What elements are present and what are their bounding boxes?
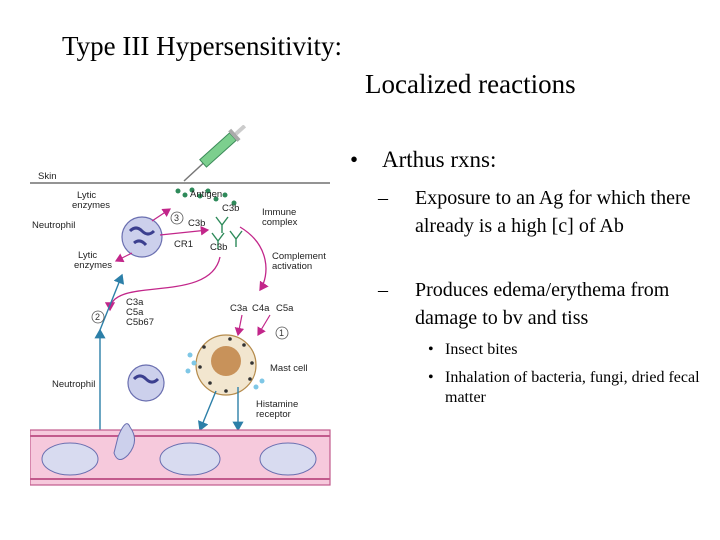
lytic-enzymes2-label-b: enzymes xyxy=(74,260,112,271)
arrow xyxy=(104,256,221,312)
antigen-label: Antigen xyxy=(190,189,222,200)
step-1-label: 1 xyxy=(279,328,284,338)
mast-cell-label: Mast cell xyxy=(270,363,307,374)
immune-complex-label-b: complex xyxy=(262,217,298,228)
step-2-label: 2 xyxy=(95,312,100,322)
c3b-left-label: C3b xyxy=(188,218,205,229)
neutrophil-bottom-icon xyxy=(127,364,165,402)
complement-activation-label-b: activation xyxy=(272,261,312,272)
syringe-icon xyxy=(183,125,247,182)
sub-bullet-text: Produces edema/erythema from damage to b… xyxy=(415,279,670,329)
arrow xyxy=(159,225,210,236)
arrow xyxy=(151,208,171,222)
neutrophil-cell-icon xyxy=(121,216,163,258)
neutrophil-label-bottom: Neutrophil xyxy=(52,379,95,390)
sub-bullet-marker: – xyxy=(378,187,388,209)
bullet-text: Arthus rxns: xyxy=(382,147,497,172)
c3b-label: C3b xyxy=(222,203,239,214)
lytic-enzymes2-label-a: Lytic xyxy=(78,250,97,261)
c4a-right-label: C4a xyxy=(252,303,270,314)
antigen-dots xyxy=(175,187,237,206)
cr1-label: CR1 xyxy=(174,239,193,250)
complement-activation-label-a: Complement xyxy=(272,251,326,262)
c3a-right-label: C3a xyxy=(230,303,248,314)
c3a-left-label: C3a xyxy=(126,297,144,308)
sub-sub-bullet-marker: • xyxy=(428,369,434,386)
slide-title-line-2: Localized reactions xyxy=(365,69,576,99)
step-1-marker xyxy=(275,326,289,340)
mast-cell-icon xyxy=(185,334,265,396)
arrow xyxy=(257,314,271,337)
c5b67-label: C5b67 xyxy=(126,317,154,328)
step-2-marker xyxy=(91,310,105,324)
histamine-receptor-label-a: Histamine xyxy=(256,399,298,410)
arrow xyxy=(114,252,133,263)
histamine-receptor-label-b: receptor xyxy=(256,409,291,420)
step-3-marker xyxy=(170,211,184,225)
neutrophil-label-top: Neutrophil xyxy=(32,220,75,231)
c5a-right-label: C5a xyxy=(276,303,294,314)
immune-complex-label-a: Immune xyxy=(262,207,296,218)
lytic-enzymes-label-b: enzymes xyxy=(72,200,110,211)
step-3-label: 3 xyxy=(174,213,179,223)
c3b-bottom-label: C3b xyxy=(210,242,227,253)
sub-sub-bullet-marker: • xyxy=(428,341,434,358)
sub-sub-bullet-text: Insect bites xyxy=(445,341,518,358)
sub-sub-bullet-text: Inhalation of bacteria, fungi, dried fec… xyxy=(445,369,700,406)
skin-label: Skin xyxy=(38,171,56,182)
arrow xyxy=(198,390,217,432)
bullet-marker: • xyxy=(350,147,359,172)
sub-bullet-text: Exposure to an Ag for which there alread… xyxy=(415,187,691,237)
c5a-left-label: C5a xyxy=(126,307,144,318)
sub-bullet-marker: – xyxy=(378,279,388,301)
arrow xyxy=(99,273,125,331)
arrow xyxy=(239,226,269,292)
arrow xyxy=(234,314,245,337)
arthus-reaction-diagram: Skin Antigen Lytic enzymes C3b Immune co… xyxy=(30,125,331,486)
slide-title-line-1: Type III Hypersensitivity: xyxy=(62,31,343,61)
lytic-enzymes-label-a: Lytic xyxy=(77,190,96,201)
immune-complex-icon xyxy=(211,216,243,249)
blood-vessel xyxy=(30,423,331,486)
